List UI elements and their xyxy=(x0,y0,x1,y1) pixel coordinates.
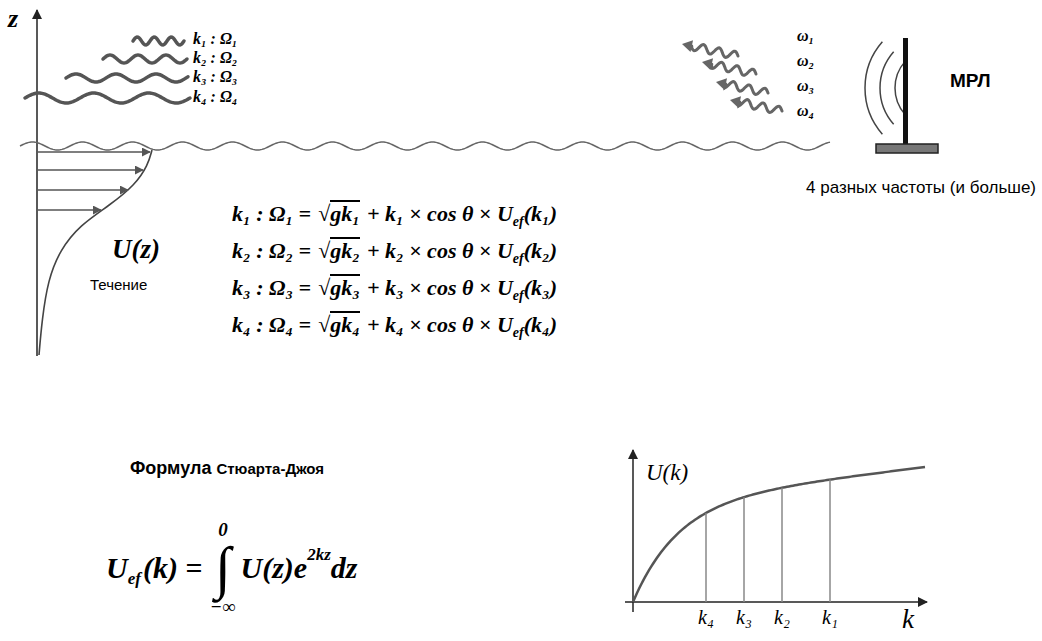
wave-label: k₃ : Ω₃ xyxy=(193,68,237,86)
tick-label: k₂ xyxy=(774,606,790,629)
subscript: ef xyxy=(513,288,524,304)
equation: k₃ : Ω₃ =√gk₃+ k₃ × cos θ × Uef(k₃) xyxy=(232,274,557,300)
sea-surface xyxy=(20,142,830,150)
eq-lhs: k₃ : Ω₃ = xyxy=(232,275,311,300)
eq-term: + k₁ × cos θ × U xyxy=(367,201,513,226)
eq-lhs: k₂ : Ω₂ = xyxy=(232,238,311,263)
formula-term: dz xyxy=(331,551,358,586)
graph-axis-label: k xyxy=(902,606,914,633)
radar-wave-head xyxy=(702,58,713,70)
eq-lhs: k₁ : Ω₁ = xyxy=(232,201,311,226)
formula-term: (k) = xyxy=(143,551,203,586)
eq-argument: (k₄) xyxy=(524,312,557,337)
eq-term: + k₄ × cos θ × U xyxy=(367,312,513,337)
formula-term: U(z)e xyxy=(241,551,308,586)
radar-label: МРЛ xyxy=(950,70,991,92)
current-arrow xyxy=(38,209,101,211)
radar-wave xyxy=(725,82,768,95)
radar-wave-head xyxy=(730,96,741,108)
current-arrow xyxy=(38,169,143,171)
exponent: 2kz xyxy=(307,545,331,565)
tick-label: k₄ xyxy=(698,606,714,629)
antenna-base xyxy=(876,144,938,153)
eq-term: + k₃ × cos θ × U xyxy=(367,275,513,300)
surface-wave xyxy=(66,74,188,82)
wave-label: k₄ : Ω₄ xyxy=(193,88,237,106)
eq-argument: (k₁) xyxy=(524,201,557,226)
radicand: gk₄ xyxy=(330,311,360,336)
formula-title: Стюарта-Джоя xyxy=(216,460,324,477)
subscript: ef xyxy=(513,325,524,341)
radar-wave-head xyxy=(682,40,693,52)
graph-y-axis xyxy=(632,450,634,612)
surface-wave xyxy=(103,55,187,63)
radio-wave-arc xyxy=(880,52,894,125)
current-arrow xyxy=(38,189,128,191)
integral-sign: ∫ xyxy=(215,539,231,597)
eq-argument: (k₂) xyxy=(524,238,557,263)
frequency-label: ω₁ xyxy=(797,27,814,45)
subscript: ef xyxy=(513,214,524,230)
antenna-mast xyxy=(903,38,908,144)
radar-wave xyxy=(739,100,782,113)
tick-label: k₁ xyxy=(822,606,838,629)
formula-title: Формула xyxy=(130,458,211,479)
radar-wave-head xyxy=(716,78,727,90)
frequency-label: ω₄ xyxy=(797,102,814,120)
radicand: gk₃ xyxy=(330,274,360,299)
axis-label: z xyxy=(8,4,18,34)
k-marker-line xyxy=(829,480,831,602)
note: 4 разных частоты (и больше) xyxy=(806,178,1036,198)
integral-limit: −∞ xyxy=(210,597,235,616)
uk-curve xyxy=(633,467,925,602)
radicand: gk₂ xyxy=(330,237,360,262)
surface-wave xyxy=(25,93,190,103)
radar-wave xyxy=(711,62,756,75)
root-sign: √ xyxy=(318,312,330,337)
current-label: U(z) xyxy=(112,234,160,265)
k-marker-line xyxy=(743,497,745,602)
formula-term: U xyxy=(106,551,128,586)
tick-label: k₃ xyxy=(736,606,752,629)
graph-axis-label: U(k) xyxy=(646,460,688,486)
root-sign: √ xyxy=(318,201,330,226)
eq-lhs: k₄ : Ω₄ = xyxy=(232,312,311,337)
subscript: ef xyxy=(513,251,524,267)
frequency-label: ω₂ xyxy=(797,52,814,70)
frequency-label: ω₃ xyxy=(797,77,814,95)
formula-heading: Формула Стюарта-Джоя xyxy=(130,458,324,479)
wave-label: k₂ : Ω₂ xyxy=(193,49,237,67)
radio-wave-arc xyxy=(865,42,882,134)
current-arrow xyxy=(38,151,150,153)
graph-x-axis xyxy=(625,601,927,603)
z-axis xyxy=(36,10,38,356)
k-marker-line xyxy=(781,488,783,602)
eq-term: + k₂ × cos θ × U xyxy=(367,238,513,263)
root-sign: √ xyxy=(318,275,330,300)
formula: Uef(k) =0∫−∞U(z)e2kzdz xyxy=(106,520,357,616)
k-marker-line xyxy=(705,513,707,602)
eq-argument: (k₃) xyxy=(524,275,557,300)
equation: k₂ : Ω₂ =√gk₂+ k₂ × cos θ × Uef(k₂) xyxy=(232,237,557,263)
radar-wave xyxy=(692,45,738,58)
integral-block: 0∫−∞ xyxy=(210,520,235,616)
current-caption: Течение xyxy=(90,276,147,293)
radicand: gk₁ xyxy=(330,200,360,225)
wave-label: k₁ : Ω₁ xyxy=(193,30,237,48)
equation: k₄ : Ω₄ =√gk₄+ k₄ × cos θ × Uef(k₄) xyxy=(232,311,557,337)
surface-wave xyxy=(133,37,184,45)
equation: k₁ : Ω₁ =√gk₁+ k₁ × cos θ × Uef(k₁) xyxy=(232,200,557,226)
integral-limit: 0 xyxy=(218,520,228,539)
subscript: ef xyxy=(128,569,141,589)
root-sign: √ xyxy=(318,238,330,263)
